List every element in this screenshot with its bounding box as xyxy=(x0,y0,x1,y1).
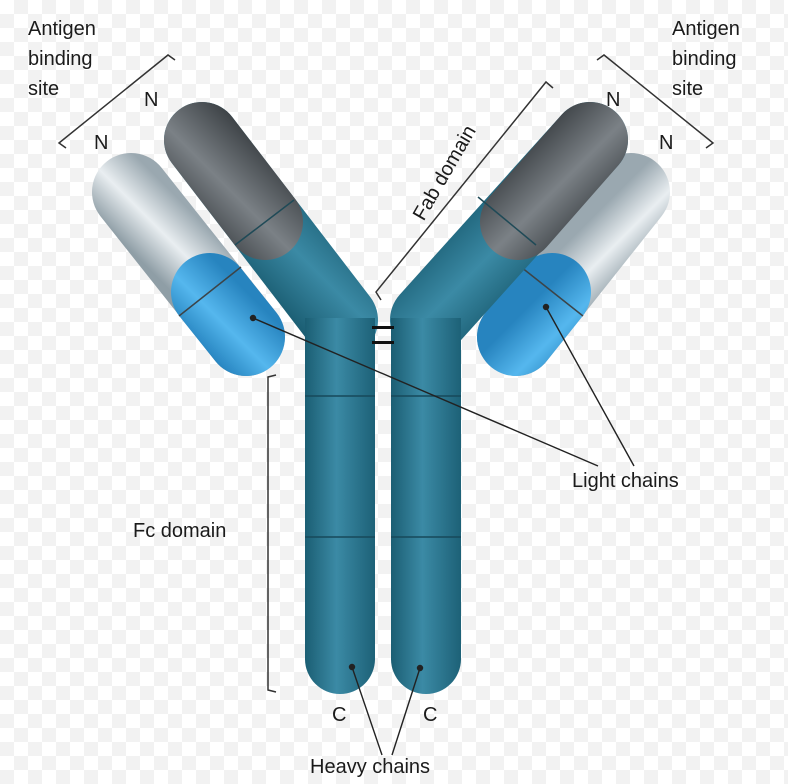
fc-domain-label: Fc domain xyxy=(133,516,226,546)
antigen-binding-site-label-left: Antigen binding site xyxy=(28,14,96,104)
light-chains-label: Light chains xyxy=(572,466,679,496)
heavy-chain-left xyxy=(202,140,375,694)
c-terminus-right-label: C xyxy=(423,700,437,730)
fc-domain-bracket xyxy=(268,375,276,692)
n-terminus-light-left-label: N xyxy=(94,128,108,158)
n-terminus-light-right-label: N xyxy=(659,128,673,158)
n-terminus-heavy-right-label: N xyxy=(606,85,620,115)
heavy-chain-right xyxy=(391,140,590,694)
c-terminus-left-label: C xyxy=(332,700,346,730)
antigen-binding-site-label-right: Antigen binding site xyxy=(672,14,740,104)
disulfide-bonds xyxy=(372,326,394,344)
heavy-chains-label: Heavy chains xyxy=(310,752,430,782)
n-terminus-heavy-left-label: N xyxy=(144,85,158,115)
